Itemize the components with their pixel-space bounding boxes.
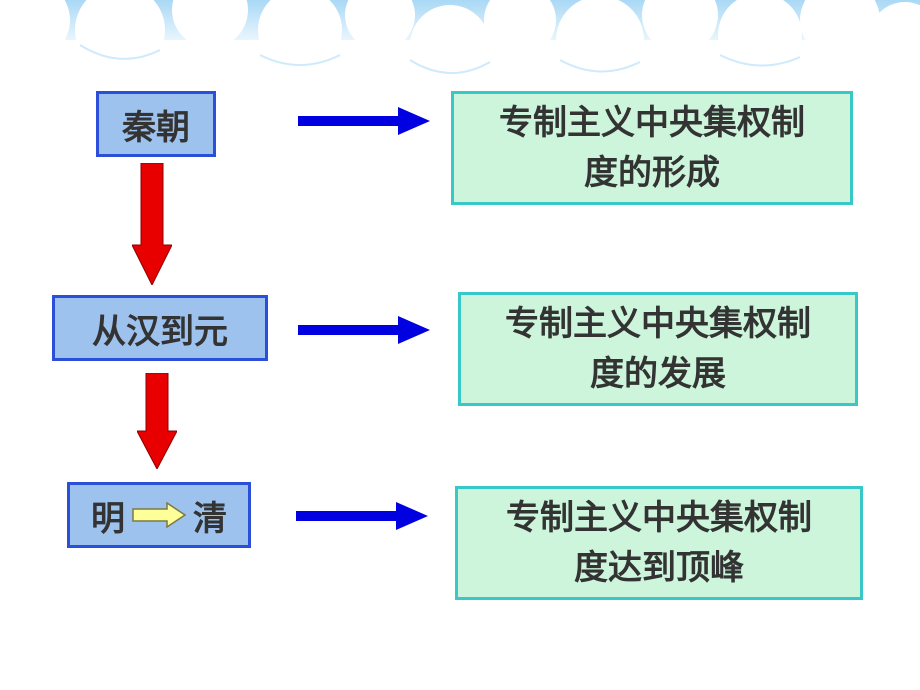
period-label-qin: 秦朝	[122, 107, 190, 148]
description-box-peak: 专制主义中央集权制 度达到顶峰	[455, 486, 863, 600]
description-line: 度达到顶峰	[574, 548, 744, 588]
description-line: 专制主义中央集权制	[499, 103, 805, 143]
period-box-qin: 秦朝	[96, 91, 216, 157]
down-arrow-icon	[132, 163, 172, 285]
description-line: 专制主义中央集权制	[506, 498, 812, 538]
small-arrow-icon	[132, 502, 187, 528]
description-line: 度的发展	[590, 354, 726, 394]
description-box-development: 专制主义中央集权制 度的发展	[458, 292, 858, 406]
down-arrow-icon	[137, 373, 177, 469]
period-label-qing: 清	[193, 498, 227, 539]
period-label-han-to-yuan: 从汉到元	[92, 311, 228, 352]
description-line: 专制主义中央集权制	[505, 304, 811, 344]
right-arrow-icon	[298, 316, 430, 344]
description-line: 度的形成	[584, 153, 720, 193]
description-box-formation: 专制主义中央集权制 度的形成	[451, 91, 853, 205]
right-arrow-icon	[296, 502, 428, 530]
period-box-han-to-yuan: 从汉到元	[52, 295, 268, 361]
period-box-ming-qing: 明 清	[67, 482, 251, 548]
cloud-background	[0, 0, 920, 85]
right-arrow-icon	[298, 107, 430, 135]
period-label-ming: 明	[91, 498, 125, 539]
